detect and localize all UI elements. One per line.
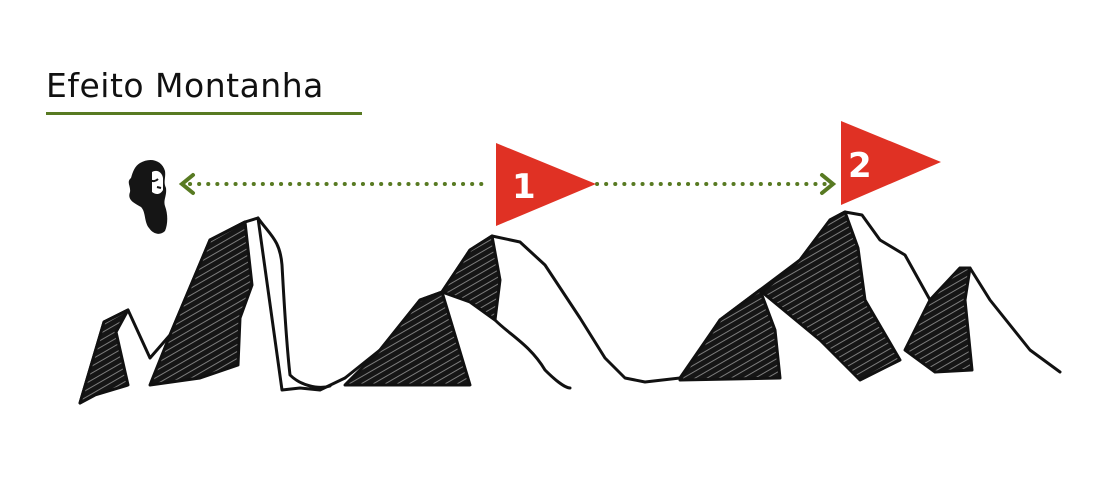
page-title: Efeito Montanha <box>46 66 324 105</box>
flag-1: 1 <box>496 143 596 226</box>
flag-2-label: 2 <box>848 146 872 186</box>
title-underline <box>46 112 362 115</box>
person-head-icon <box>128 159 168 234</box>
flag-2: 2 <box>841 121 941 205</box>
dotted-arrow <box>178 173 837 195</box>
flag-icon <box>841 121 941 205</box>
flag-icon <box>496 143 596 226</box>
mountain-range <box>78 210 1062 405</box>
flag-1-label: 1 <box>512 167 536 207</box>
